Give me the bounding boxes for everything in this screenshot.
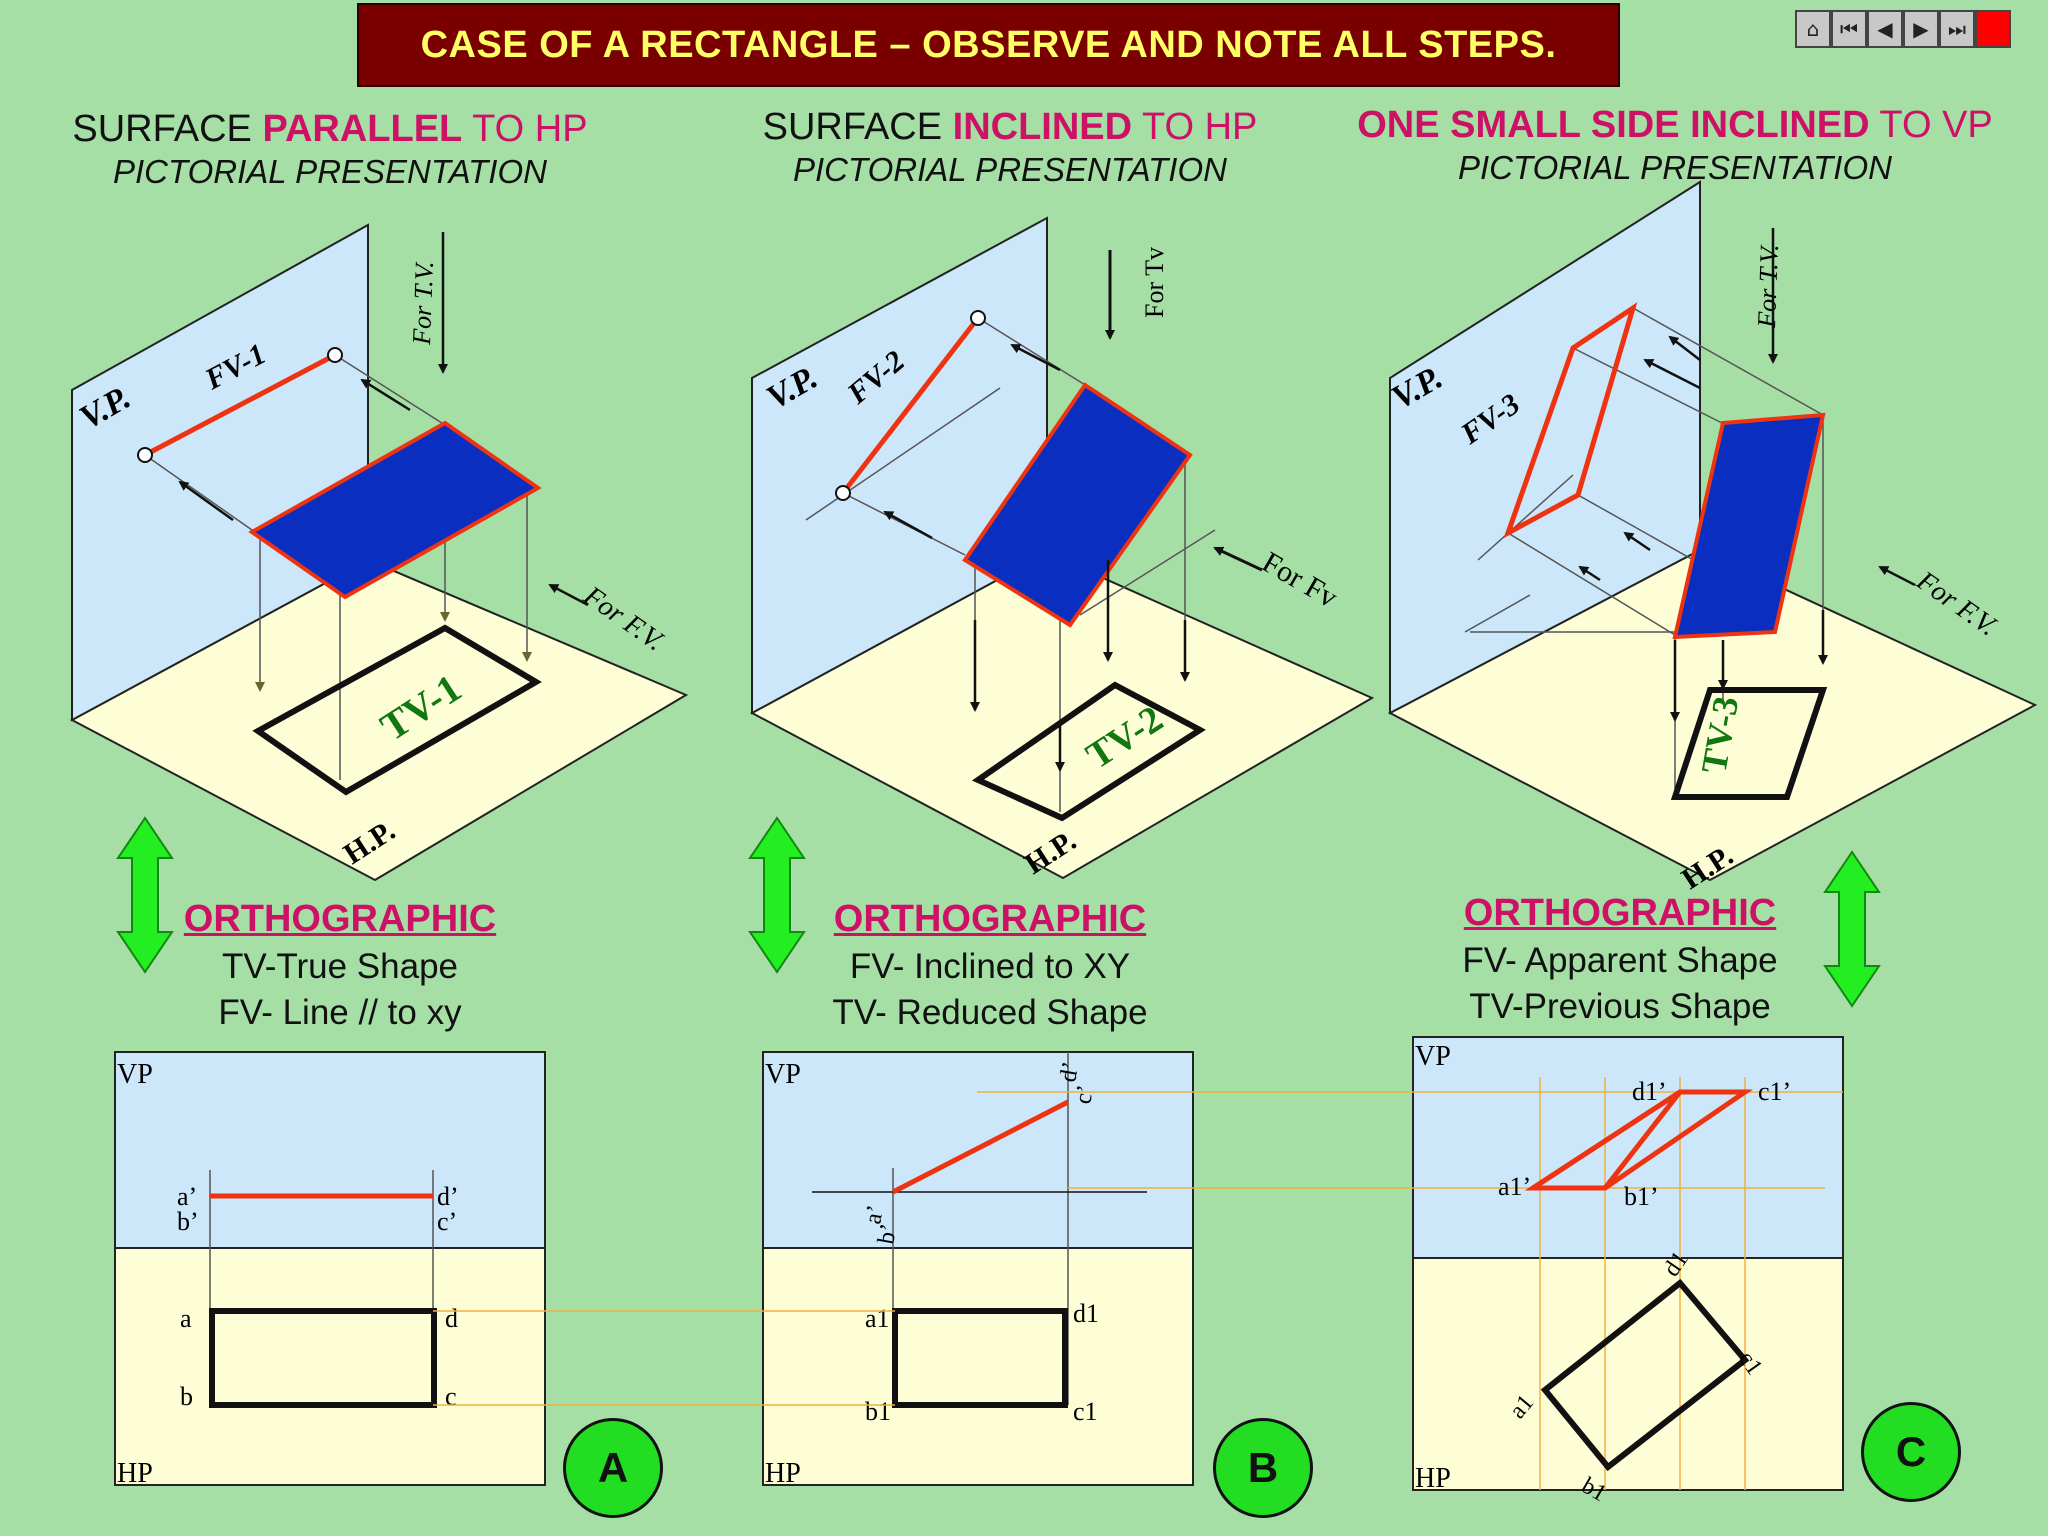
- ortho-caption-b: ORTHOGRAPHIC FV- Inclined to XY TV- Redu…: [832, 898, 1148, 1032]
- page-title: CASE OF A RECTANGLE – OBSERVE AND NOTE A…: [420, 23, 1557, 66]
- double-arrow-a: [116, 816, 174, 974]
- badge-a: A: [563, 1418, 663, 1518]
- ortho-caption-c: ORTHOGRAPHIC FV- Apparent Shape TV-Previ…: [1462, 892, 1778, 1026]
- vp-plane-a: [71, 223, 369, 722]
- badge-c: C: [1861, 1402, 1961, 1502]
- svg-text:a’: a’: [177, 1182, 197, 1211]
- vp-plane-b: [751, 216, 1048, 715]
- home-icon[interactable]: ⌂: [1795, 10, 1831, 48]
- tv3-shape: [1670, 687, 1828, 800]
- vp-text-b: VP: [765, 1059, 801, 1090]
- svg-text:c1: c1: [1073, 1397, 1098, 1426]
- svg-text:b1: b1: [865, 1397, 891, 1426]
- svg-text:a1’: a1’: [1498, 1172, 1531, 1201]
- heading-c: ONE SMALL SIDE INCLINED TO VP PICTORIAL …: [1357, 104, 1993, 186]
- ortho-box-c: VP HP a1’ b1’ d1’ c1’ a1 b1 d1 c1: [433, 1036, 1844, 1507]
- svg-text:c1’: c1’: [1758, 1077, 1791, 1106]
- first-icon[interactable]: ⏮: [1831, 10, 1867, 48]
- svg-text:b’: b’: [177, 1207, 199, 1236]
- heading-a: SURFACE PARALLEL TO HP PICTORIAL PRESENT…: [72, 108, 588, 190]
- svg-text:d’: d’: [1055, 1060, 1084, 1084]
- for-tv-label-a: For T.V.: [407, 261, 439, 347]
- svg-text:b’: b’: [873, 1222, 902, 1246]
- pictorial-c: V.P. FV-3 TV-3 H.P. For T.V. For F.V.: [1386, 180, 2038, 896]
- for-fv-label-c: For F.V.: [1910, 565, 2002, 643]
- tv1-shape: [252, 624, 542, 796]
- for-fv-label-b: For Fv: [1257, 545, 1344, 614]
- svg-text:c’: c’: [437, 1207, 457, 1236]
- double-arrow-b: [748, 816, 806, 974]
- tv2-shape: [971, 681, 1206, 822]
- heading-b: SURFACE INCLINED TO HP PICTORIAL PRESENT…: [762, 106, 1258, 188]
- last-icon[interactable]: ⏭: [1939, 10, 1975, 48]
- ortho-caption-a: ORTHOGRAPHIC TV-True Shape FV- Line // t…: [183, 898, 497, 1032]
- svg-text:a: a: [180, 1304, 192, 1333]
- svg-text:d’: d’: [437, 1182, 459, 1211]
- vp-text-a: VP: [117, 1059, 153, 1090]
- hp-text-c: HP: [1415, 1463, 1451, 1494]
- double-arrow-c: [1823, 850, 1881, 1008]
- hp-text-b: HP: [765, 1458, 801, 1489]
- svg-text:d1’: d1’: [1632, 1077, 1667, 1106]
- ortho-box-a: VP HP a’ b’ d’ c’ a b d c: [114, 1051, 546, 1489]
- pictorial-b: V.P. FV-2 TV-2 H.P. For Tv For Fv: [749, 216, 1375, 881]
- vp-text-c: VP: [1415, 1041, 1451, 1072]
- pictorial-a: V.P. FV-1 TV-1 H.P. For T.V. For F.V.: [69, 223, 689, 882]
- surface-c: [1672, 412, 1826, 640]
- svg-text:a1: a1: [865, 1304, 890, 1333]
- svg-text:d1: d1: [1073, 1299, 1099, 1328]
- svg-text:c: c: [445, 1382, 457, 1411]
- for-fv-label-a: For F.V.: [577, 580, 669, 658]
- fv1-edge: [143, 352, 337, 458]
- for-tv-label-c: For T.V.: [1752, 244, 1784, 330]
- title-bar: CASE OF A RECTANGLE – OBSERVE AND NOTE A…: [357, 3, 1620, 87]
- nav-bar: ⌂ ⏮ ◀ ▶ ⏭: [1795, 10, 2011, 50]
- svg-text:a’: a’: [860, 1203, 889, 1226]
- fv3-shape: [1503, 302, 1638, 539]
- surface-b: [962, 382, 1193, 628]
- svg-text:b: b: [180, 1382, 193, 1411]
- next-icon[interactable]: ▶: [1903, 10, 1939, 48]
- prev-icon[interactable]: ◀: [1867, 10, 1903, 48]
- svg-text:c’: c’: [1070, 1083, 1099, 1106]
- exit-icon[interactable]: [1975, 10, 2011, 48]
- surface-a: [248, 420, 542, 600]
- for-tv-label-b: For Tv: [1140, 247, 1169, 318]
- badge-b: B: [1213, 1418, 1313, 1518]
- svg-text:d: d: [445, 1304, 458, 1333]
- ortho-box-b: VP HP a’ b’ d’ c’ a1 b1 d1 c1: [762, 1051, 1194, 1489]
- fv2-edge: [841, 316, 980, 495]
- svg-text:b1’: b1’: [1624, 1182, 1659, 1211]
- tv-shape-c: [1540, 1278, 1750, 1472]
- hp-text-a: HP: [117, 1458, 153, 1489]
